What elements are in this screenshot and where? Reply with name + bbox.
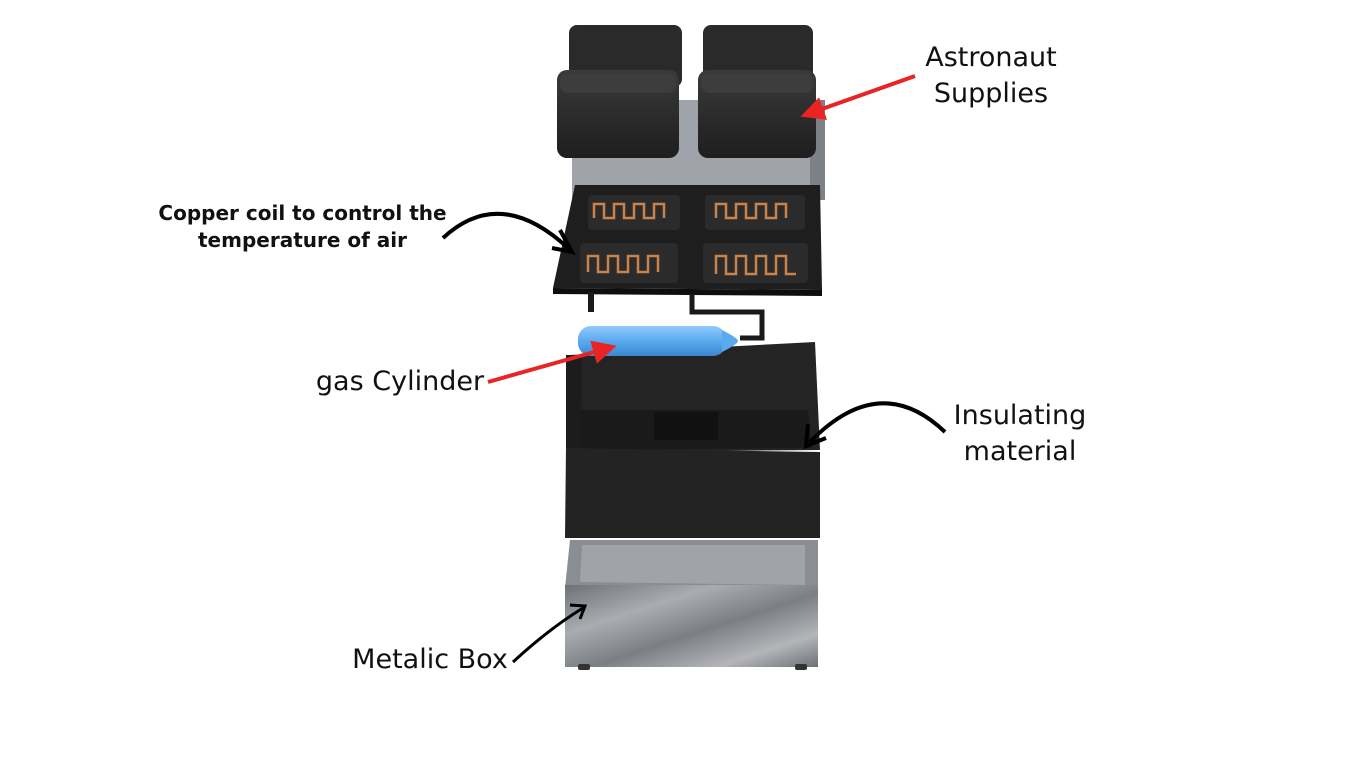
insulating-material-label: Insulating material [940, 398, 1100, 471]
metallic-box-arrowhead [569, 603, 588, 620]
metal-box-foot [578, 664, 590, 670]
supply-box-highlight [560, 73, 676, 93]
metal-box-foot [795, 664, 807, 670]
tray-edge [553, 288, 822, 296]
insulating-material-arrowhead [803, 423, 827, 450]
insulating-material-label-line1: Insulating [953, 400, 1087, 431]
insulation-front [565, 448, 820, 538]
copper-coil [714, 254, 796, 276]
metal-box-inner [580, 545, 805, 585]
copper-coil-label-line1: Copper coil to control the [158, 201, 447, 225]
gas-cylinder-label: gas Cylinder [315, 366, 485, 397]
copper-coil-label: Copper coil to control the temperature o… [140, 200, 465, 254]
copper-coil [586, 254, 660, 274]
metallic-box-arrow [511, 606, 584, 664]
metallic-box [565, 540, 818, 670]
astronaut-supplies-label-line1: Astronaut [925, 42, 1057, 73]
gas-cylinder-arrow [487, 340, 617, 384]
copper-coil-tray [553, 185, 822, 312]
copper-coil-label-line2: temperature of air [197, 228, 407, 252]
copper-coil-arrow [441, 211, 570, 250]
tray-leg [588, 292, 594, 312]
astronaut-supplies-arrow [800, 74, 916, 120]
copper-coil [714, 202, 788, 220]
astronaut-supplies-label-line2: Supplies [933, 78, 1049, 110]
insulating-material-label-line2: material [963, 436, 1077, 468]
astronaut-supplies [557, 25, 825, 200]
insulation-center-block [654, 412, 718, 440]
insulation-box [565, 342, 820, 538]
insulation-left-wall [566, 355, 582, 448]
metal-box-front [565, 585, 818, 667]
copper-coil [592, 202, 666, 220]
connecting-pipe [689, 294, 765, 341]
insulating-material-arrow [808, 401, 947, 444]
astronaut-supplies-label: Astronaut Supplies [906, 40, 1076, 113]
cylinder-neck [722, 330, 738, 352]
metallic-box-label: Metalic Box [352, 644, 508, 675]
copper-coil-arrowhead [551, 229, 576, 255]
supply-box-highlight [701, 73, 813, 93]
